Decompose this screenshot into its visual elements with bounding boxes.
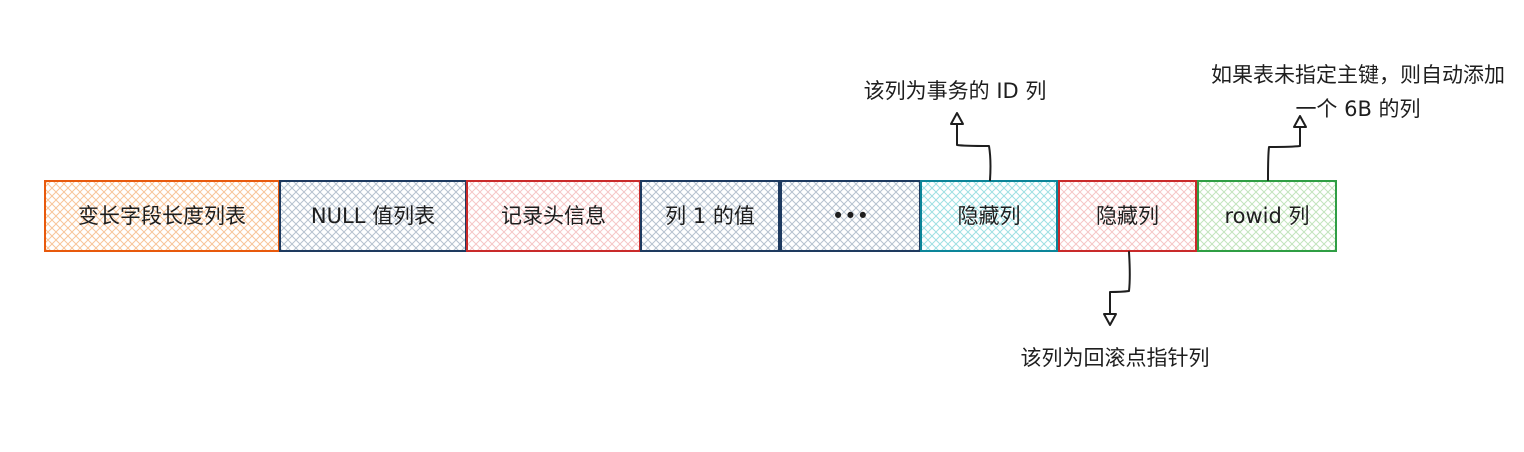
cell-rect-hidden-trx (920, 180, 1058, 252)
cell-var-length-list: 变长字段长度列表 (78, 203, 246, 228)
annotation-trx-id-line: 该列为事务的 ID 列 (863, 79, 1047, 103)
cell-hidden-trx-id: 隐藏列 (957, 203, 1021, 228)
cell-null-value-list: NULL 值列表 (310, 203, 436, 228)
cell-rowid: rowid 列 (1224, 203, 1310, 228)
annotation-row-id-line-2: 一个 6B 的列 (1295, 97, 1421, 121)
cell-rects (44, 180, 1337, 252)
arrow-rowid (1267, 115, 1307, 181)
cell-rect-ellipsis (780, 180, 921, 252)
annotation-trx-id: 该列为事务的 ID 列 (840, 76, 1070, 106)
cell-record-header-info: 记录头信息 (501, 203, 606, 228)
cell-rect-col1 (640, 180, 780, 252)
cell-rect-var-length (44, 180, 280, 252)
cell-ellipsis: ••• (831, 203, 870, 228)
cell-rect-null-list (279, 180, 467, 252)
cell-rect-rowid (1197, 180, 1337, 252)
arrow-roll-ptr (1103, 251, 1131, 326)
cell-rect-hidden-roll (1058, 180, 1197, 252)
annotation-roll-ptr: 该列为回滚点指针列 (990, 343, 1240, 373)
cell-hidden-roll-ptr: 隐藏列 (1096, 203, 1159, 228)
annotation-row-id-line-1: 如果表未指定主键，则自动添加 (1211, 63, 1505, 87)
annotation-roll-ptr-line: 该列为回滚点指针列 (1020, 346, 1210, 370)
cell-column-1-value: 列 1 的值 (665, 203, 755, 228)
arrow-trx-id (950, 112, 992, 181)
cell-rect-record-header (466, 180, 641, 252)
